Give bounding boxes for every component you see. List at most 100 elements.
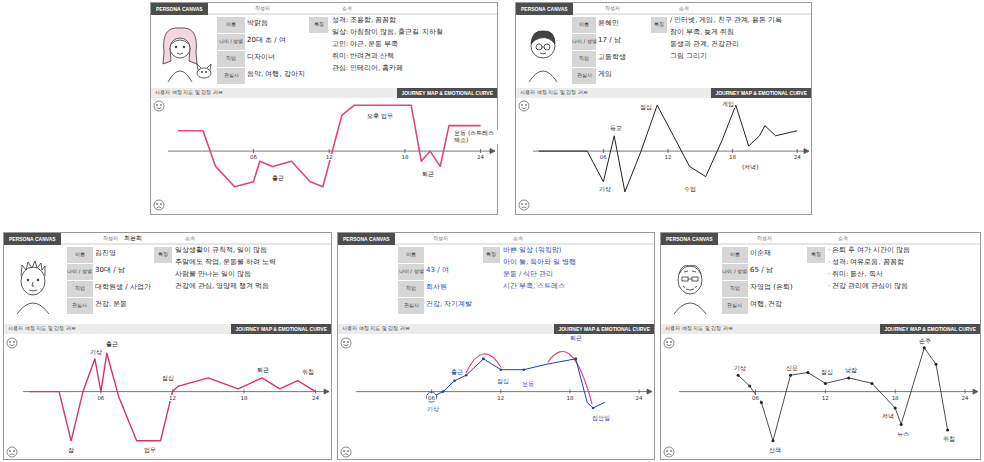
time-axis	[23, 391, 326, 392]
time-axis	[356, 391, 649, 392]
time-axis	[647, 389, 652, 394]
curve-dots	[592, 407, 595, 410]
curve-dots	[946, 428, 949, 431]
header-field: 작성자	[605, 6, 620, 12]
header-field: 작성자	[103, 236, 118, 242]
moment-note: 등교	[609, 125, 623, 132]
field-value: 윤혜민	[598, 19, 650, 27]
curve-dots	[894, 407, 897, 410]
persona-face	[17, 261, 49, 314]
curve-dots	[482, 357, 485, 360]
persona-face	[683, 286, 697, 287]
field-label: 관심사	[572, 68, 596, 84]
moment-note: 운동 (스트레스 해소)	[453, 130, 499, 144]
emotion-icons	[7, 447, 17, 457]
moment-note: 저녁	[881, 413, 895, 420]
field-label: 이름	[217, 17, 245, 33]
field-value: 디자이너	[247, 53, 308, 61]
field-label: 관심사	[722, 298, 748, 314]
emotion-icons	[10, 345, 15, 346]
curve-dots	[574, 357, 577, 360]
moment-note: 기상	[598, 186, 612, 193]
emotion-icons	[344, 345, 349, 346]
field-label: 나이 / 성별	[67, 264, 93, 280]
persona-face	[684, 271, 696, 272]
trait-note: 취미: 반려견과 산책	[332, 53, 494, 60]
emotion-icons	[157, 207, 162, 208]
persona-face	[688, 279, 692, 280]
moment-note: 출근	[105, 341, 119, 348]
header-field: 소속	[838, 236, 848, 242]
curve-dots	[923, 346, 926, 349]
header-field: 작성자	[757, 236, 772, 242]
persona-card: PERSONA CANVAS작성자소속이름나이 / 성별직업관심사특징사용자 여…	[3, 232, 332, 460]
hour-tick: 18	[728, 154, 737, 160]
persona-face	[674, 265, 706, 314]
moment-note: 게임	[721, 101, 735, 108]
persona-face	[175, 46, 177, 48]
header-field: 소속	[342, 6, 352, 12]
trait-note: 주말에도 작업, 운동을 하려 노력	[175, 259, 328, 266]
moment-note: 퇴근	[256, 367, 270, 374]
curve-dots	[430, 357, 594, 409]
moment-note: 퇴근	[569, 335, 583, 342]
curve-dots	[806, 371, 809, 374]
hour-tick: 24	[635, 395, 644, 401]
persona-face	[27, 279, 29, 281]
hour-tick: 06	[427, 395, 436, 401]
trait-note: 시간 부족, 스트레스	[503, 283, 651, 290]
header-field: 작성자	[255, 6, 270, 12]
moment-note: 수업	[683, 186, 697, 193]
emotion-icons	[664, 338, 674, 348]
hour-tick: 18	[239, 395, 248, 401]
moment-note: 점심	[820, 369, 834, 376]
trait-note: 성격: 조용함, 꼼꼼함	[332, 17, 494, 24]
trait-note: 관심: 인테리어, 홈카페	[332, 65, 494, 72]
moment-note: 운동	[521, 381, 535, 388]
trait-note: 바쁜 일상 (워킹맘)	[503, 247, 651, 254]
emotion-icons	[7, 101, 674, 457]
band-badge: JOURNEY MAP & EMOTIONAL CURVE	[554, 324, 654, 334]
curve-dots	[737, 374, 740, 377]
hour-tick: 06	[599, 154, 608, 160]
moment-note: 산책	[768, 447, 782, 454]
moment-note: 점심	[639, 104, 653, 111]
band-badge: JOURNEY MAP & EMOTIONAL CURVE	[880, 324, 980, 334]
field-label: 직업	[67, 281, 93, 297]
field-label: 특징	[154, 247, 172, 263]
moment-note: 잠	[67, 447, 75, 454]
persona-face	[536, 44, 542, 50]
field-label: 관심사	[398, 298, 423, 314]
emotion-icons	[664, 338, 674, 348]
moment-note: 출근	[271, 175, 285, 182]
persona-face	[32, 282, 34, 286]
field-label: 나이 / 성별	[217, 34, 245, 50]
emotion-icons	[522, 204, 523, 205]
axis-ticks	[797, 149, 798, 153]
axis-ticks	[431, 390, 432, 394]
journey-band	[516, 88, 811, 98]
persona-face	[168, 71, 192, 82]
axis-ticks	[253, 149, 254, 153]
curve-dots	[824, 382, 827, 385]
emotion-icons	[14, 451, 15, 452]
band-title: 사용자 여정 지도 및 감정 커브	[520, 90, 588, 96]
persona-face	[692, 277, 698, 281]
persona-card: PERSONA CANVAS작성자소속이름나이 / 성별직업관심사특징사용자 여…	[660, 232, 981, 460]
hour-tick: 24	[793, 154, 802, 160]
header-field: 소속	[185, 236, 195, 242]
journey-band	[4, 324, 331, 334]
emotion-icons	[7, 338, 17, 348]
curve-dots	[760, 401, 763, 404]
field-value: 고등학생	[598, 53, 650, 61]
persona-face	[21, 261, 45, 276]
field-label: 나이 / 성별	[572, 34, 596, 50]
time-axis	[679, 391, 975, 392]
emotion-icons	[667, 451, 668, 452]
field-label: 직업	[722, 281, 748, 297]
axis-ticks	[732, 149, 733, 153]
moment-note: 점심	[161, 375, 175, 382]
author-name: 최윤희	[124, 235, 142, 242]
field-value: 자영업 (은퇴)	[750, 283, 805, 291]
persona-card: PERSONA CANVAS작성자소속이름나이 / 성별직업관심사특징사용자 여…	[337, 232, 655, 460]
